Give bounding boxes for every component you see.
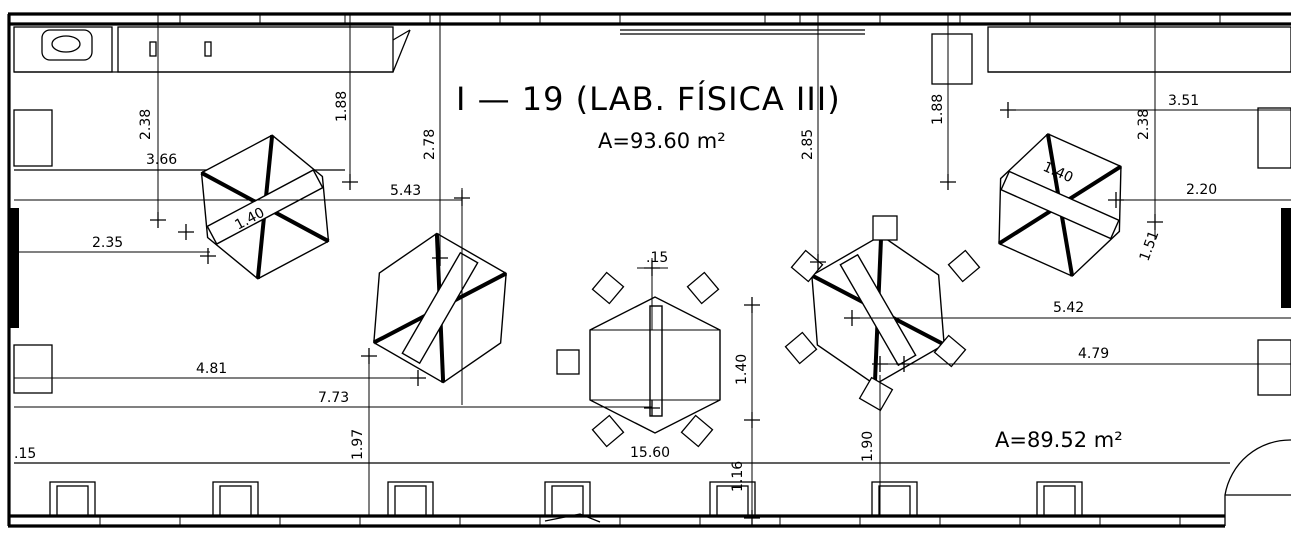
dim-1-90: 1.90: [860, 431, 876, 462]
walls: [7, 12, 1291, 528]
dim-1-88-left: 1.88: [334, 91, 350, 122]
bottom-wall-joints: [99, 516, 1181, 526]
dim-2-38-left: 2.38: [138, 109, 154, 140]
dimension-ticks: [150, 102, 1163, 526]
dim-1-97: 1.97: [350, 429, 366, 460]
table-center-right: [810, 234, 946, 386]
dim-1-16: 1.16: [730, 461, 746, 492]
dim-1-40-center: 1.40: [734, 354, 750, 385]
dim-2-78: 2.78: [422, 129, 438, 160]
room-title: I — 19 (LAB. FÍSICA III): [456, 80, 841, 118]
dim-3-51: 3.51: [1168, 93, 1199, 109]
table-center: [589, 296, 721, 434]
dimension-lines: [14, 14, 1291, 520]
dim-2-85: 2.85: [800, 129, 816, 160]
table-upper-left: [200, 134, 330, 280]
wall-benches: [13, 26, 1291, 517]
dim-5-42: 5.42: [1053, 300, 1084, 316]
dim-2-38-right: 2.38: [1136, 109, 1152, 140]
dim-15-60: 15.60: [630, 445, 670, 461]
dim-1-88-right: 1.88: [930, 94, 946, 125]
dim-2-35: 2.35: [92, 235, 123, 251]
bottom-stools: [49, 481, 1083, 517]
dim-0-15-left: .15: [14, 446, 36, 462]
dim-1-51: 1.51: [1137, 229, 1163, 264]
chairs: [556, 215, 981, 448]
dim-4-81: 4.81: [196, 361, 227, 377]
dim-3-66: 3.66: [146, 152, 177, 168]
dim-7-73: 7.73: [318, 390, 349, 406]
hex-tables: [200, 133, 1123, 434]
dim-0-15-center: .15: [646, 250, 668, 266]
table-center-left: [372, 232, 508, 384]
top-wall-joints: [179, 14, 1221, 24]
dim-4-79: 4.79: [1078, 346, 1109, 362]
area-lower: A=89.52 m²: [995, 428, 1123, 452]
table-upper-right: [997, 133, 1123, 277]
dim-5-43: 5.43: [390, 183, 421, 199]
area-upper: A=93.60 m²: [598, 129, 726, 153]
dim-2-20: 2.20: [1186, 182, 1217, 198]
